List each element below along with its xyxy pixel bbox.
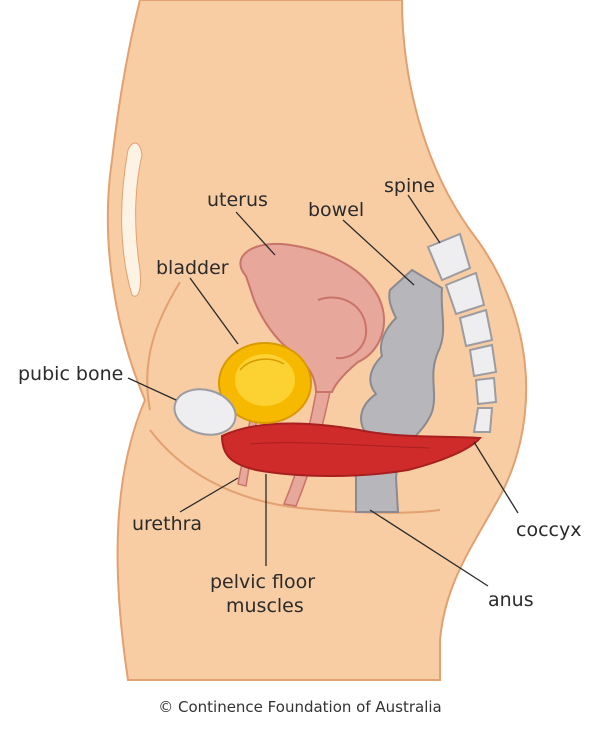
coccyx-leader	[473, 441, 519, 514]
bladder-leader	[189, 277, 239, 345]
anus-leader	[369, 509, 489, 587]
label-spine: spine	[384, 175, 435, 197]
uterus-cavity	[317, 296, 368, 360]
label-pelvic-floor: pelvic floor	[210, 571, 315, 593]
copyright-credit: © Continence Foundation of Australia	[158, 698, 442, 716]
label-uterus: uterus	[207, 189, 268, 211]
pubic-bone-leader	[127, 377, 177, 401]
abdomen-highlight	[121, 142, 143, 297]
label-pubic-bone: pubic bone	[18, 363, 123, 385]
thigh-contour	[149, 429, 441, 514]
spine-vertebrae	[426, 232, 498, 433]
pelvic-floor-muscles	[220, 422, 483, 477]
bladder-highlight	[235, 354, 295, 406]
label-coccyx: coccyx	[516, 519, 581, 541]
pubic-bone	[173, 388, 237, 436]
label-urethra: urethra	[132, 513, 202, 535]
urethra-leader	[179, 477, 239, 513]
bowel-leader	[342, 219, 415, 286]
label-bladder: bladder	[156, 257, 229, 279]
pelvic-floor-muscle-fibres	[249, 442, 431, 449]
spine-leader	[407, 194, 441, 244]
waist-contour	[146, 281, 181, 411]
label-muscles: muscles	[226, 595, 304, 617]
uterus-leader	[235, 211, 276, 256]
bladder-fold	[239, 358, 285, 371]
label-bowel: bowel	[308, 199, 364, 221]
label-anus: anus	[488, 589, 534, 611]
uterus	[239, 242, 386, 393]
